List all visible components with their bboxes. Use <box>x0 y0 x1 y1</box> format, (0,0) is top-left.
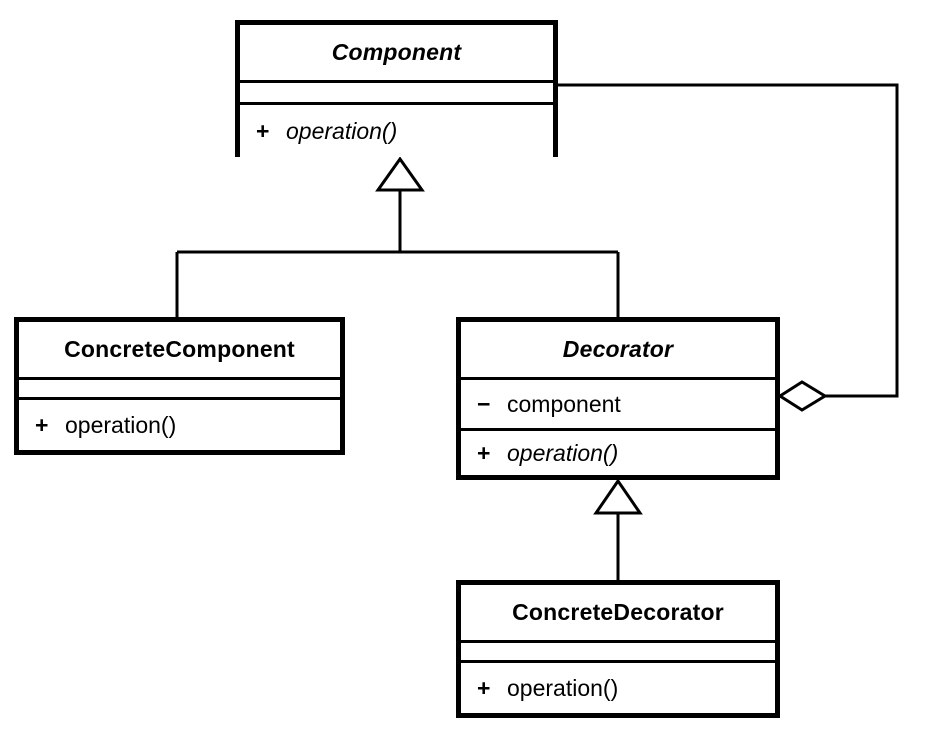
hollow-triangle-icon-component <box>375 156 425 192</box>
visibility-marker: + <box>477 439 491 466</box>
uml-class-concrete-decorator[interactable]: ConcreteDecorator + operation() <box>456 580 780 718</box>
class-name-label: Decorator <box>562 336 674 362</box>
method-row: + operation() <box>461 440 618 467</box>
attributes-compartment <box>240 80 553 102</box>
operations-compartment: + operation() <box>461 660 775 713</box>
generalization-edge-component-subclasses[interactable] <box>175 156 620 320</box>
method-row: + operation() <box>461 675 618 702</box>
class-name-compartment: ConcreteComponent <box>19 322 340 377</box>
attributes-compartment <box>19 377 340 397</box>
operations-compartment: + operation() <box>461 428 775 475</box>
hollow-diamond-icon <box>777 380 828 412</box>
operations-compartment: + operation() <box>240 102 553 157</box>
visibility-marker: + <box>35 411 49 438</box>
method-name-label: operation() <box>507 439 619 466</box>
visibility-marker: + <box>477 674 491 701</box>
aggregation-route-line <box>556 83 899 398</box>
class-name-compartment: ConcreteDecorator <box>461 585 775 640</box>
uml-class-component[interactable]: Component + operation() <box>235 20 558 157</box>
operations-compartment: + operation() <box>19 397 340 450</box>
method-row: + operation() <box>240 118 397 145</box>
generalization-edge-concrete-decorator[interactable] <box>593 478 643 583</box>
uml-class-concrete-component[interactable]: ConcreteComponent + operation() <box>14 317 345 455</box>
attribute-name-label: component <box>507 390 621 417</box>
attribute-row: − component <box>461 391 621 418</box>
visibility-marker: − <box>477 390 491 417</box>
method-row: + operation() <box>19 412 176 439</box>
visibility-marker: + <box>256 117 270 144</box>
attributes-compartment <box>461 640 775 660</box>
hollow-triangle-icon-decorator <box>593 478 643 515</box>
class-name-label: ConcreteComponent <box>64 336 295 362</box>
method-name-label: operation() <box>65 411 177 438</box>
method-name-label: operation() <box>507 674 619 701</box>
class-name-compartment: Decorator <box>461 322 775 377</box>
aggregation-edge-decorator-component[interactable] <box>556 83 899 412</box>
attributes-compartment: − component <box>461 377 775 428</box>
uml-class-decorator[interactable]: Decorator − component + operation() <box>456 317 780 480</box>
class-name-label: ConcreteDecorator <box>512 599 724 625</box>
class-name-compartment: Component <box>240 25 553 80</box>
method-name-label: operation() <box>286 117 398 144</box>
class-name-label: Component <box>331 39 462 65</box>
